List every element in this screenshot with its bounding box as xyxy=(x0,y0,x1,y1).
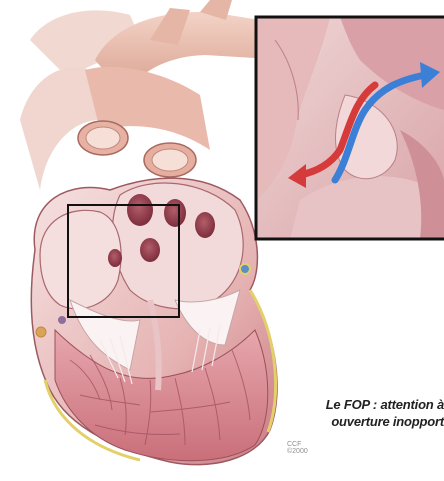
illustration-credit: CCF ©2000 xyxy=(287,441,308,455)
credit-line-1: CCF xyxy=(287,441,301,448)
figure-caption-line-2: ouverture inopport xyxy=(331,414,444,429)
figure-caption-line-1: Le FOP : attention à xyxy=(326,397,444,412)
great-vessels xyxy=(20,0,260,190)
credit-line-2: ©2000 xyxy=(287,448,308,455)
inset-magnified-view xyxy=(256,17,444,239)
